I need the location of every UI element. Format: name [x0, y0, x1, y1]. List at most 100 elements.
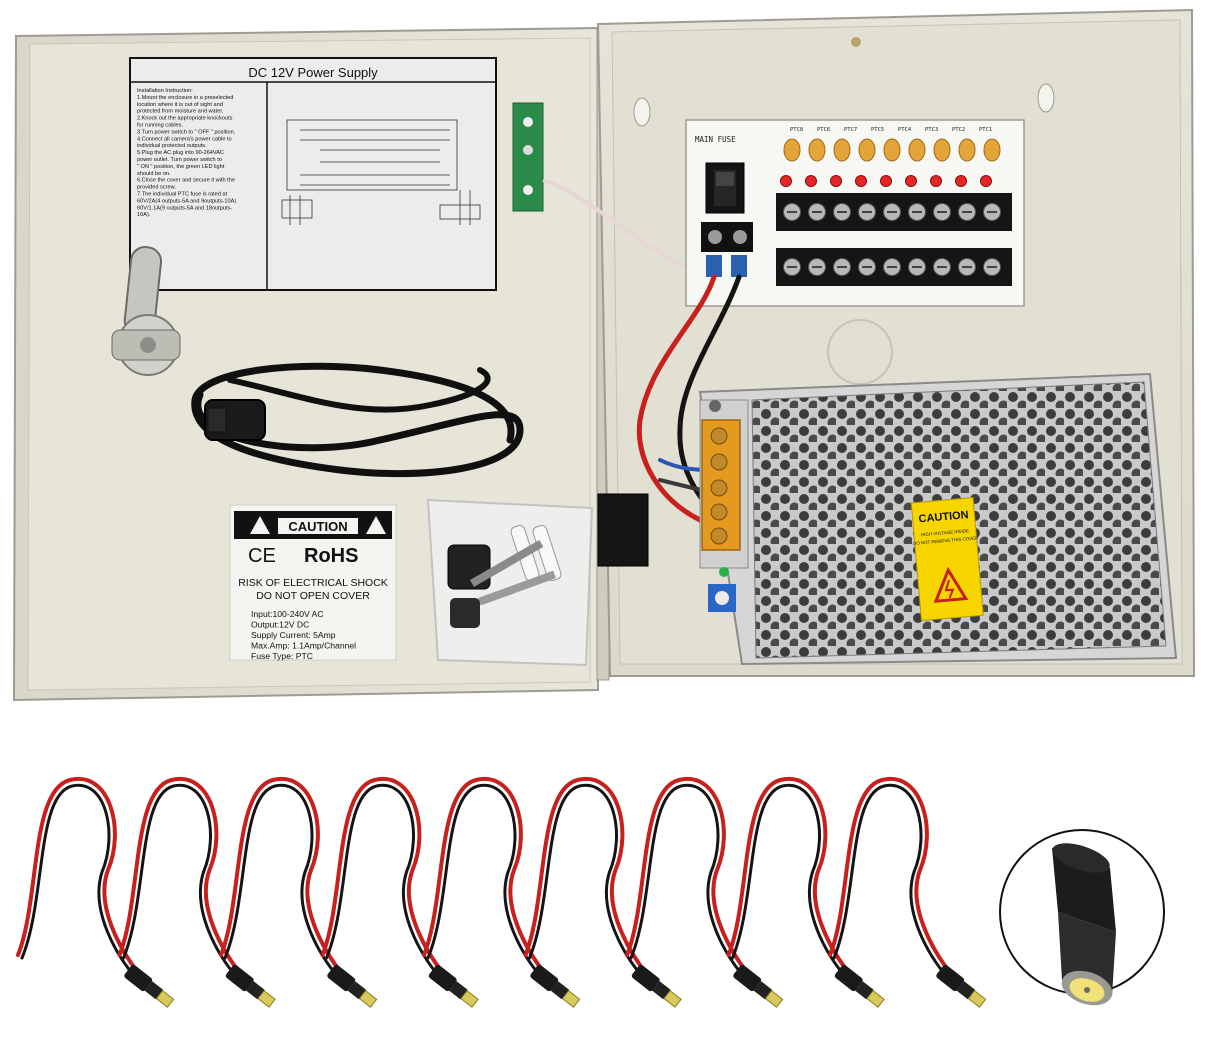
- pigtail-red-wire: [16, 776, 142, 977]
- pigtail-black-wire: [629, 783, 747, 980]
- ce-mark: CE: [248, 545, 276, 567]
- spec-line: Output:12V DC: [251, 620, 309, 630]
- warning-line-1: RISK OF ELECTRICAL SHOCK: [238, 577, 388, 589]
- dc-plug-tip: [866, 989, 885, 1008]
- dc-plug-collar: [855, 981, 874, 1000]
- instruction-line: Installation Instruction:: [137, 88, 193, 94]
- spec-line: Fuse Type: PTC: [251, 651, 313, 661]
- pigtail-red-wire: [422, 776, 548, 977]
- pigtail-red-wire: [523, 776, 650, 977]
- instruction-line: power outlet. Turn power switch to: [137, 157, 222, 163]
- dc-plug: [327, 964, 378, 1008]
- dc-plug-body: [225, 964, 254, 992]
- label-title: DC 12V Power Supply: [248, 65, 378, 80]
- dc-plug-collar: [956, 981, 976, 1000]
- channel-led: [880, 175, 892, 187]
- instruction-line: for running cables.: [137, 123, 183, 129]
- ptc-fuse: [933, 138, 951, 162]
- dc-plug-collar: [246, 981, 265, 1000]
- psu-caution-sticker: CAUTION HIGH VOLTAGE INSIDE DO NOT REMOV…: [910, 497, 984, 622]
- channel-led: [955, 175, 967, 187]
- instruction-line: individual protected outputs.: [137, 143, 207, 149]
- ptc-fuse: [958, 138, 976, 162]
- dc-plug-collar: [550, 981, 570, 1000]
- dc-plug-tip: [764, 989, 784, 1008]
- channel-led: [780, 175, 792, 187]
- dc-plug-collar: [449, 981, 468, 1000]
- dc-plug-tip: [460, 989, 479, 1008]
- dc-plug-collar: [753, 981, 773, 1000]
- instruction-line: 10A).: [137, 212, 151, 218]
- caution-sticker: CAUTION CE RoHS RISK OF ELECTRICAL SHOCK…: [229, 504, 397, 661]
- dc-plug-tip: [358, 989, 378, 1008]
- dc-plug: [428, 964, 479, 1008]
- dc-plug-body: [631, 964, 660, 992]
- instruction-line: provided screw.: [137, 185, 176, 191]
- ptc-label: PTC1: [979, 127, 992, 133]
- key-bag: [426, 498, 594, 667]
- cam-lock[interactable]: [111, 246, 181, 376]
- instruction-line: 1.Mount the enclosure in a preselected: [137, 95, 233, 101]
- dc-plug-collar: [347, 981, 367, 1000]
- psu-caution-line-2: DO NOT REMOVE THIS COVER: [913, 535, 978, 546]
- instruction-line: 3.Turn power switch to " OFF " position.: [137, 129, 236, 135]
- pigtail-red-wire: [320, 776, 447, 977]
- channel-led: [905, 175, 917, 187]
- spec-line: Max.Amp: 1.1Amp/Channel: [251, 641, 356, 651]
- dc-plug-tip: [967, 989, 987, 1008]
- ac-inlet[interactable]: [597, 493, 649, 567]
- dc-plug-collar: [144, 981, 164, 1000]
- dc-plug: [733, 964, 784, 1008]
- ptc-label: PTC4: [898, 127, 912, 133]
- instruction-line: 60V/2A(4 outputs-5A and 9outputs-10A): [137, 198, 236, 204]
- dc-plug-body: [936, 964, 965, 992]
- dc-plug-body: [733, 964, 762, 992]
- instruction-text: Installation Instruction:1.Mount the enc…: [137, 88, 236, 218]
- dc-plug: [936, 964, 987, 1008]
- pigtail-black-wire: [426, 783, 544, 980]
- instruction-line: 5.Plug the AC plug into 90-264VAC: [137, 150, 224, 156]
- pigtail-black-wire: [325, 783, 442, 980]
- spec-line: Input:100-240V AC: [251, 609, 324, 619]
- dc-plug-detail: [999, 829, 1165, 1006]
- dc-plug-tip: [561, 989, 581, 1008]
- ptc-fuse: [983, 138, 1001, 162]
- psu-caution-text: CAUTION: [918, 509, 969, 525]
- ptc-fuse: [858, 138, 876, 162]
- instruction-line: 2.Knock out the appropriate knockouts: [137, 116, 233, 122]
- channel-led: [805, 175, 817, 187]
- instruction-line: 6.Close the cover and secure it with the: [137, 178, 235, 184]
- pigtail-black-wire: [20, 783, 138, 980]
- dc-pigtail-cables: [16, 776, 987, 1008]
- ptc-fuse: [808, 138, 826, 162]
- dc-plug-body: [124, 964, 153, 992]
- dc-plug-tip: [663, 989, 682, 1008]
- channel-led: [980, 175, 992, 187]
- pigtail-red-wire: [625, 776, 751, 977]
- ptc-label: PTC2: [952, 127, 965, 133]
- dc-plug-body: [834, 964, 863, 992]
- pigtail-black-wire: [528, 783, 645, 980]
- instruction-line: location where it is out of sight and: [137, 102, 223, 108]
- dc-plug: [225, 964, 276, 1008]
- dc-plug-body: [428, 964, 457, 992]
- wiring-diagram: [281, 119, 481, 225]
- ptc-label: PTC6: [817, 127, 830, 133]
- instruction-line: 7.The individual PTC fuse is rated at: [137, 192, 228, 198]
- dc-plug-tip: [257, 989, 276, 1008]
- ptc-fuse: [883, 138, 901, 162]
- pigtail-black-wire: [731, 783, 848, 980]
- rohs-mark: RoHS: [304, 545, 358, 567]
- ptc-label: PTC8: [790, 127, 803, 133]
- instruction-line: 4.Connect all camera's power cable to: [137, 136, 232, 142]
- instruction-line: 60V/1.1A(9 outputs-5A and 18outputs-: [137, 205, 232, 211]
- dc-plug-tip: [155, 989, 175, 1008]
- channel-led: [830, 175, 842, 187]
- ptc-label: PTC7: [844, 127, 857, 133]
- psu-caution-line-1: HIGH VOLTAGE INSIDE: [921, 528, 969, 537]
- warning-line-2: DO NOT OPEN COVER: [256, 590, 370, 602]
- power-cord: [191, 362, 524, 478]
